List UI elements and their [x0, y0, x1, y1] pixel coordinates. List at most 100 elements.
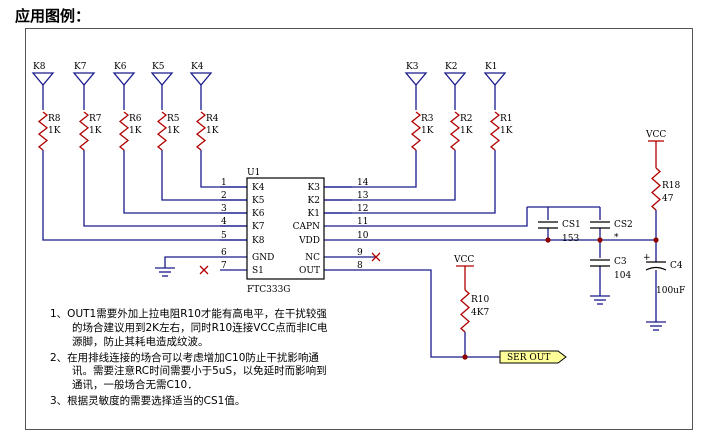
note-line: 通讯，一般场合无需C10． — [72, 378, 198, 391]
ic-ref: U1 — [247, 168, 260, 178]
ic-pin-number: 7 — [221, 261, 227, 271]
key-label: K1 — [485, 62, 497, 72]
ic-pin-number: 1 — [221, 178, 227, 188]
ic-pin-number: 10 — [357, 231, 369, 241]
no-connect-icon — [199, 265, 209, 275]
cs2-ref: CS2 — [614, 220, 633, 230]
note-line: 2、在用排线连接的场合可以考虑增加C10防止干扰影响通 — [50, 351, 319, 364]
key-pad-k4 — [189, 72, 213, 87]
capacitor-c4 — [645, 266, 667, 271]
ic-pin-number: 6 — [221, 248, 227, 258]
r10-value: 4K7 — [471, 308, 489, 318]
key-pad-k7 — [72, 72, 96, 87]
wires — [42, 85, 657, 358]
ic-pin-name: K1 — [308, 209, 320, 219]
key-label: K7 — [74, 62, 87, 72]
resistor-value: 1K — [48, 126, 61, 136]
key-wire — [324, 150, 417, 188]
key-label: K8 — [33, 62, 46, 72]
resistor-r2 — [449, 111, 461, 151]
ic-part-number: FTC333G — [247, 285, 291, 295]
ic-pin-number: 5 — [221, 231, 227, 241]
resistor-value: 1K — [421, 126, 434, 136]
ic-pin-name: K2 — [308, 196, 320, 206]
key-wire — [324, 150, 456, 201]
resistor-r18 — [651, 167, 661, 211]
cs1-value: 153 — [562, 234, 579, 244]
resistor-ref: R7 — [89, 114, 102, 124]
ic-pin-number: 13 — [357, 191, 369, 201]
ic-pin-number: 14 — [357, 178, 369, 188]
ser-out-label: SER OUT — [507, 353, 550, 363]
note-line: 3、根据灵敏度的需要选择适当的CS1值。 — [50, 394, 245, 407]
ic-pin-name: VDD — [298, 236, 320, 246]
note-line: 讯。需要注意RC时间需要小于5uS，以免延时而影响到 — [72, 364, 327, 377]
resistor-ref: R6 — [129, 114, 142, 124]
ic-pin-name: CAPN — [293, 222, 320, 232]
key-wire — [161, 150, 247, 201]
key-wire — [42, 150, 247, 241]
gnd-wire — [164, 256, 220, 268]
ic-pin-name: K7 — [252, 222, 265, 232]
ic-pin-name: K5 — [252, 196, 265, 206]
resistor-value: 1K — [206, 126, 219, 136]
resistor-value: 1K — [89, 126, 102, 136]
resistor-ref: R2 — [460, 114, 473, 124]
ic-pin-name: K8 — [252, 236, 265, 246]
ic-pin-number: 8 — [357, 261, 363, 271]
no-connect-icon — [371, 252, 381, 262]
c4-ref: C4 — [670, 261, 683, 271]
note-line: 的场合建议用到2K左右，同时R10连接VCC点而非IC电 — [72, 321, 328, 334]
ic-pin-name: NC — [305, 253, 320, 263]
resistor-r8 — [37, 111, 49, 151]
note-line: 源脚，防止其耗电造成纹波。 — [72, 335, 209, 348]
resistor-r1 — [489, 111, 501, 151]
key-label: K4 — [191, 62, 204, 72]
diagram-frame — [25, 28, 693, 430]
vcc-label: VCC — [645, 130, 666, 140]
key-pad-k2 — [443, 72, 467, 87]
key-label: K3 — [406, 62, 419, 72]
page-heading: 应用图例： — [15, 7, 91, 25]
ic-pin-name: OUT — [299, 266, 320, 276]
resistor-r6 — [118, 111, 130, 151]
key-pad-k5 — [150, 72, 174, 87]
c4-value: 100uF — [656, 286, 685, 296]
ic-pin-name: GND — [252, 253, 274, 263]
note-line: 1、OUT1需要外加上拉电阻R10才能有高电平，在干扰较强 — [50, 307, 327, 320]
resistor-r7 — [78, 111, 90, 151]
key-label: K5 — [152, 62, 165, 72]
junction-dot — [462, 354, 468, 360]
resistor-ref: R5 — [167, 114, 180, 124]
ic-pin-number: 3 — [221, 204, 227, 214]
ic-pin-name: K4 — [252, 183, 265, 193]
resistor-ref: R3 — [421, 114, 434, 124]
ic-body — [246, 177, 325, 280]
junction-dot — [597, 237, 603, 243]
resistor-ref: R1 — [500, 114, 513, 124]
resistor-value: 1K — [460, 126, 473, 136]
resistor-ref: R8 — [48, 114, 61, 124]
resistor-ref: R4 — [206, 114, 219, 124]
c4-plus: + — [643, 253, 651, 263]
r18-ref: R18 — [662, 181, 681, 191]
key-label: K2 — [445, 62, 457, 72]
resistor-value: 1K — [500, 126, 513, 136]
junction-dot — [653, 237, 659, 243]
key-pad-k1 — [483, 72, 507, 87]
ic-pin-number: 9 — [357, 248, 363, 258]
key-pad-k6 — [112, 72, 136, 87]
cs1-ref: CS1 — [562, 220, 581, 230]
ic-pin-number: 4 — [221, 217, 227, 227]
ic-pin-name: S1 — [252, 266, 264, 276]
r10-ref: R10 — [471, 295, 490, 305]
ic-pin-number: 12 — [357, 204, 368, 214]
labels: K8R81KK7R71KK6R61KK5R51KK4R41KK3R31KK2R2… — [33, 62, 685, 407]
r18-value: 47 — [662, 194, 674, 204]
resistor-r4 — [195, 111, 207, 151]
resistor-r3 — [410, 111, 422, 151]
c3-value: 104 — [614, 271, 631, 281]
key-pad-k3 — [404, 72, 428, 87]
resistor-value: 1K — [129, 126, 142, 136]
